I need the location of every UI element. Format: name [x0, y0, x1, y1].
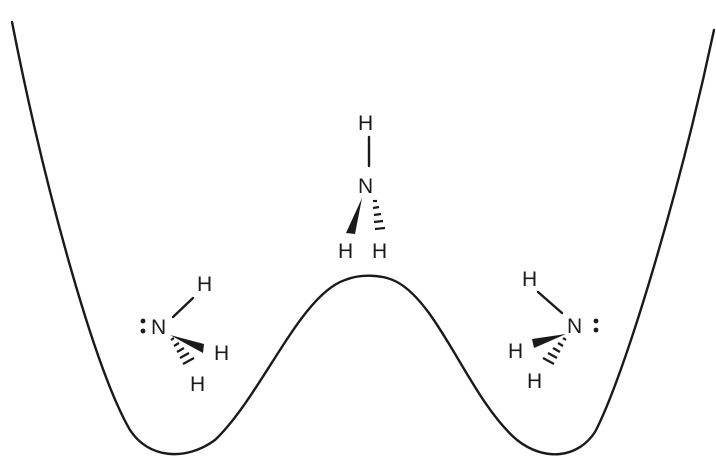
left-hydrogen-top: H: [197, 273, 212, 296]
center-nitrogen-atom: N: [358, 175, 373, 198]
left-ammonia-molecule: N H H H: [140, 273, 229, 396]
center-hydrogen-hash: H: [372, 240, 387, 263]
double-well-potential-curve: [10, 20, 716, 456]
right-hash-bond: [542, 337, 567, 365]
right-hydrogen-wedge: H: [508, 340, 523, 363]
left-lone-pair-dot-bottom: [140, 328, 146, 334]
right-nitrogen-atom: N: [567, 315, 582, 338]
right-top-single-bond: [536, 290, 564, 315]
center-ammonia-molecule: H N H H: [338, 112, 387, 263]
center-hydrogen-wedge: H: [338, 240, 353, 263]
right-wedge-bond: [532, 334, 566, 348]
left-hydrogen-wedge: H: [214, 342, 229, 365]
right-ammonia-molecule: H N H H: [508, 268, 599, 393]
center-wedge-bond: [346, 198, 362, 234]
left-top-single-bond: [171, 296, 195, 319]
left-lone-pair-dot-top: [140, 318, 146, 324]
right-hydrogen-hash: H: [527, 370, 542, 393]
left-hash-bond: [170, 337, 195, 365]
right-lone-pair-dot-bottom: [593, 327, 599, 333]
center-hash-bond: [372, 199, 386, 231]
right-lone-pair-dot-top: [593, 318, 599, 324]
right-hydrogen-top: H: [522, 268, 537, 291]
left-wedge-bond: [170, 335, 204, 353]
left-nitrogen-atom: N: [151, 316, 166, 339]
center-hydrogen-top: H: [358, 112, 373, 135]
left-hydrogen-hash: H: [190, 373, 205, 396]
